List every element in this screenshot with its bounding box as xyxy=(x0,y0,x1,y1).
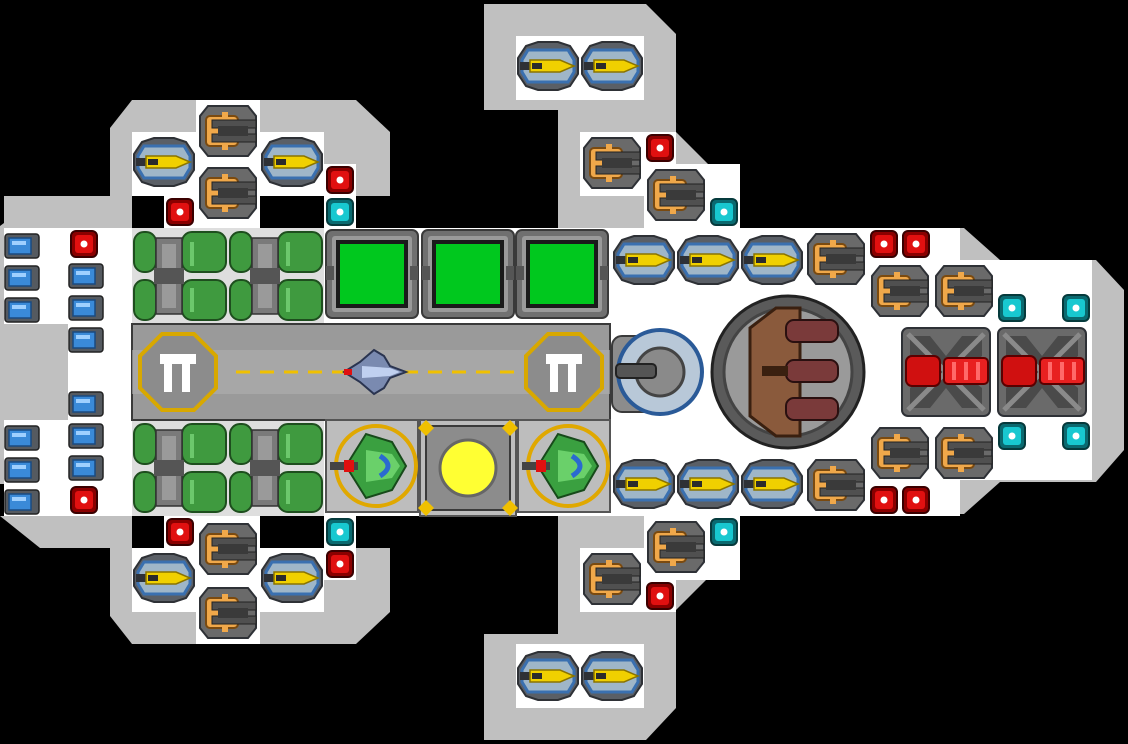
autocannon-icon[interactable] xyxy=(935,427,993,479)
cargo-bay-icon xyxy=(324,228,420,320)
heavy-turret-icon[interactable] xyxy=(710,294,866,450)
thruster-icon xyxy=(4,457,40,483)
thruster-icon xyxy=(4,297,40,323)
autocannon-icon[interactable] xyxy=(199,105,257,157)
hangar-emblem-icon xyxy=(524,332,604,412)
fuel-tank-icon xyxy=(131,419,229,517)
missile-launcher-icon[interactable] xyxy=(676,458,740,510)
shield-node-icon[interactable] xyxy=(326,518,354,546)
missile-launcher-icon[interactable] xyxy=(740,458,804,510)
autocannon-icon[interactable] xyxy=(647,169,705,221)
shield-node-icon[interactable] xyxy=(710,198,738,226)
railgun-icon[interactable] xyxy=(998,328,1086,416)
reactor-core-icon[interactable] xyxy=(418,419,518,517)
weapon-node-icon[interactable] xyxy=(326,550,354,578)
cargo-bays xyxy=(324,228,610,320)
autocannon-icon[interactable] xyxy=(199,167,257,219)
drone-bay-icon[interactable] xyxy=(326,420,418,512)
shield-node-icon[interactable] xyxy=(326,198,354,226)
autocannon-icon[interactable] xyxy=(583,553,641,605)
missile-launcher-icon[interactable] xyxy=(676,234,740,286)
missile-launcher-icon[interactable] xyxy=(612,234,676,286)
autocannon-icon[interactable] xyxy=(935,265,993,317)
thruster-icon xyxy=(68,455,104,481)
shield-node-icon[interactable] xyxy=(998,422,1026,450)
missile-launcher-icon[interactable] xyxy=(580,40,644,92)
thruster-icon xyxy=(68,423,104,449)
weapon-node-icon[interactable] xyxy=(646,134,674,162)
fuel-tank-icon xyxy=(131,227,229,325)
missile-launcher-icon[interactable] xyxy=(132,136,196,188)
autocannon-icon[interactable] xyxy=(807,459,865,511)
weapon-node-icon[interactable] xyxy=(902,230,930,258)
hangar-bay[interactable] xyxy=(131,323,611,421)
thruster-icon xyxy=(68,295,104,321)
thruster-icon xyxy=(68,391,104,417)
weapon-node-icon[interactable] xyxy=(70,486,98,514)
cargo-bay-icon xyxy=(514,228,610,320)
thruster-icon xyxy=(4,425,40,451)
weapon-node-icon[interactable] xyxy=(902,486,930,514)
weapon-node-icon[interactable] xyxy=(646,582,674,610)
fuel-tank-icon xyxy=(227,227,325,325)
autocannon-icon[interactable] xyxy=(807,233,865,285)
missile-launcher-icon[interactable] xyxy=(260,552,324,604)
autocannon-icon[interactable] xyxy=(871,427,929,479)
thruster-icon xyxy=(68,263,104,289)
autocannon-icon[interactable] xyxy=(583,137,641,189)
autocannon-icon[interactable] xyxy=(871,265,929,317)
missile-launcher-icon[interactable] xyxy=(516,40,580,92)
autocannon-icon[interactable] xyxy=(199,587,257,639)
missile-launcher-icon[interactable] xyxy=(740,234,804,286)
fuel-tank-icon xyxy=(227,419,325,517)
cargo-bay-icon xyxy=(420,228,516,320)
shield-node-icon[interactable] xyxy=(1062,294,1090,322)
weapon-node-icon[interactable] xyxy=(166,518,194,546)
weapon-node-icon[interactable] xyxy=(70,230,98,258)
weapon-node-icon[interactable] xyxy=(326,166,354,194)
fighter-craft-icon[interactable] xyxy=(342,348,409,396)
missile-launcher-icon[interactable] xyxy=(516,650,580,702)
weapon-node-icon[interactable] xyxy=(870,230,898,258)
turret-dome-icon[interactable] xyxy=(611,328,704,416)
thruster-icon xyxy=(68,327,104,353)
hangar-emblem-icon xyxy=(138,332,218,412)
missile-launcher-icon[interactable] xyxy=(580,650,644,702)
autocannon-icon[interactable] xyxy=(647,521,705,573)
weapon-node-icon[interactable] xyxy=(166,198,194,226)
weapon-node-icon[interactable] xyxy=(870,486,898,514)
drone-bay-icon[interactable] xyxy=(518,420,610,512)
thruster-icon xyxy=(4,265,40,291)
thruster-icon xyxy=(4,233,40,259)
shield-node-icon[interactable] xyxy=(998,294,1026,322)
railgun-icon[interactable] xyxy=(902,328,990,416)
shield-node-icon[interactable] xyxy=(1062,422,1090,450)
missile-launcher-icon[interactable] xyxy=(260,136,324,188)
missile-launcher-icon[interactable] xyxy=(612,458,676,510)
shield-node-icon[interactable] xyxy=(710,518,738,546)
thruster-icon xyxy=(4,489,40,515)
autocannon-icon[interactable] xyxy=(199,523,257,575)
missile-launcher-icon[interactable] xyxy=(132,552,196,604)
